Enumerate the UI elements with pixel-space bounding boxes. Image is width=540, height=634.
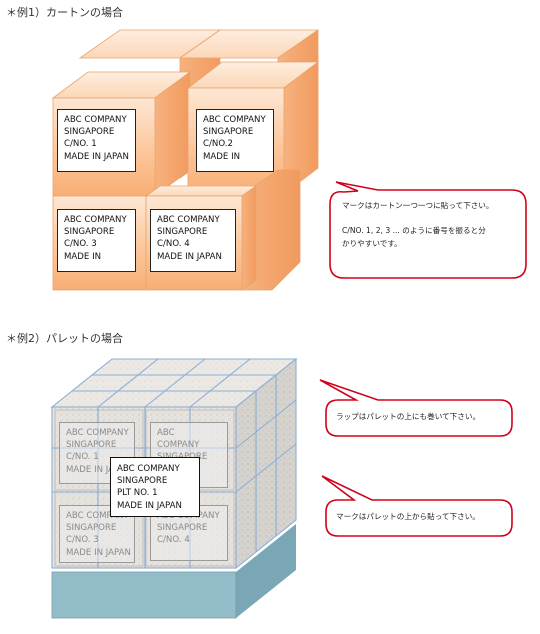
carton-label-4-line: C/NO. 4 <box>157 239 190 250</box>
carton-label-2-line: ABC COMPANY <box>203 115 266 125</box>
carton-label-3-line: SINGAPORE <box>64 227 115 238</box>
carton-label-2: ABC COMPANY SINGAPORE C/NO.2 MADE IN <box>196 109 274 172</box>
carton-label-4-line: SINGAPORE <box>157 227 208 238</box>
ghost-label-1-line: C/NO. 1 <box>66 452 99 463</box>
pallet-base-front <box>52 572 236 618</box>
carton-label-1-line: MADE IN JAPAN <box>64 151 129 162</box>
pallet-label-line: PLT NO. 1 <box>117 488 158 499</box>
carton-label-4-line: MADE IN JAPAN <box>157 251 222 262</box>
pallet-label: ABC COMPANY SINGAPORE PLT NO. 1 MADE IN … <box>110 457 200 517</box>
carton-label-3-line: C/NO. 3 <box>64 239 97 250</box>
carton-label-3-line: ABC COMPANY <box>64 215 127 225</box>
callout-carton-shape <box>329 181 527 279</box>
callout-carton-text-3: かりやすいです。 <box>342 239 402 248</box>
pallet-label-line: SINGAPORE <box>117 476 168 487</box>
callout-mark-shape <box>321 475 513 537</box>
ghost-label-4-line: C/NO. 4 <box>157 535 190 546</box>
pallet-base-side <box>236 524 296 618</box>
carton-label-1-line: ABC COMPANY <box>64 115 127 125</box>
callout-mark-text: マークはパレットの上から貼って下さい。 <box>336 512 480 521</box>
carton-label-1-line: C/NO. 1 <box>64 139 97 150</box>
carton-label-3: ABC COMPANY SINGAPORE C/NO. 3 MADE IN <box>57 209 136 272</box>
ghost-label-3-line: C/NO. 3 <box>66 535 99 546</box>
carton-label-1-line: SINGAPORE <box>64 127 115 138</box>
ghost-label-2-line: ABC <box>157 428 175 438</box>
ghost-label-3-line: SINGAPORE <box>66 523 117 534</box>
ghost-label-1-line: MADE IN JAPAN <box>66 464 131 475</box>
callout-carton-text-2: C/NO. 1, 2, 3 ... のように番号を振ると分 <box>342 226 486 235</box>
ghost-label-4-line: SINGAPORE <box>157 523 208 534</box>
ghost-label-1-line: SINGAPORE <box>66 440 117 451</box>
carton-label-2-line: C/NO.2 <box>203 139 233 150</box>
ghost-label-3-line: ABC COMPANY <box>66 511 129 521</box>
carton-label-2-line: MADE IN <box>203 151 241 162</box>
callout-wrap-shape <box>319 379 513 437</box>
carton-label-1: ABC COMPANY SINGAPORE C/NO. 1 MADE IN JA… <box>57 109 136 172</box>
callout-carton-text-1: マークはカートン一つ一つに貼って下さい。 <box>342 201 494 210</box>
ghost-label-1-line: ABC COMPANY <box>66 428 129 438</box>
ghost-label-3-line: MADE IN JAPAN <box>66 547 131 558</box>
carton-label-4: ABC COMPANY SINGAPORE C/NO. 4 MADE IN JA… <box>150 209 236 272</box>
carton-label-2-line: SINGAPORE <box>203 127 254 138</box>
pallet-label-line: ABC COMPANY <box>117 464 180 474</box>
carton-label-3-line: MADE IN <box>64 251 102 262</box>
example2-heading: ＊例2）パレットの場合 <box>6 332 123 345</box>
example1-heading: ＊例1）カートンの場合 <box>6 6 123 19</box>
callout-wrap-text: ラップはパレットの上にも巻いて下さい。 <box>336 412 481 421</box>
ghost-label-2-line: COMPANY <box>157 440 200 451</box>
carton-label-4-line: ABC COMPANY <box>157 215 220 225</box>
pallet-label-line: MADE IN JAPAN <box>117 500 182 511</box>
